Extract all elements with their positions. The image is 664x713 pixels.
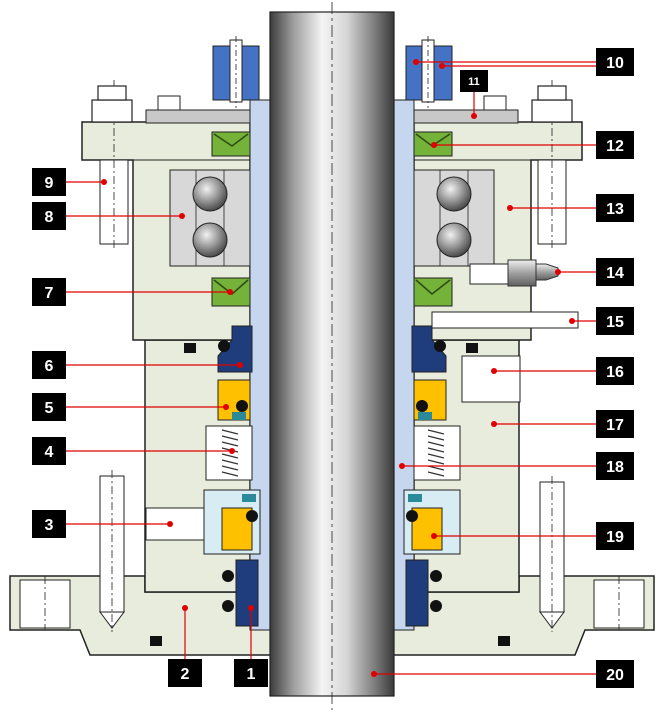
- label-7-box: [32, 278, 66, 306]
- label-20-text: 20: [606, 667, 624, 684]
- label-14-box: [596, 258, 634, 286]
- label-3-dot: [167, 521, 173, 527]
- label-8-dot: [179, 213, 185, 219]
- label-19-dot: [431, 533, 437, 539]
- label-5: 5: [32, 393, 66, 421]
- label-4-box: [32, 437, 66, 465]
- label-6-dot: [237, 362, 243, 368]
- housing-bolts: [91, 80, 573, 632]
- label-14: 14: [596, 258, 634, 286]
- label-18: 18: [596, 452, 634, 480]
- label-1-text: 1: [247, 666, 256, 683]
- label-12-box: [596, 131, 634, 159]
- label-10: 10: [596, 48, 634, 76]
- drive-collar-plates: [145, 95, 519, 124]
- label-5-text: 5: [45, 400, 54, 417]
- label-9-text: 9: [45, 175, 54, 192]
- ports-and-fittings: [145, 259, 579, 541]
- label-13-dot: [507, 205, 513, 211]
- label-10-dot: [413, 59, 419, 65]
- label-7-text: 7: [45, 285, 54, 302]
- label-1: 1: [234, 659, 268, 687]
- label-11-box: [460, 70, 488, 92]
- label-2: 2: [168, 659, 202, 687]
- label-10-text: 10: [606, 55, 624, 72]
- label-15-text: 15: [606, 314, 624, 331]
- label-17-box: [596, 410, 634, 438]
- label-20-dot: [371, 671, 377, 677]
- clamp-collar: [212, 36, 453, 108]
- label-4-text: 4: [45, 444, 54, 461]
- label-8-box: [32, 202, 66, 230]
- label-18-dot: [399, 463, 405, 469]
- label-3-box: [32, 510, 66, 538]
- label-8-text: 8: [45, 209, 54, 226]
- label-16: 16: [596, 357, 634, 385]
- label-5-dot: [223, 404, 229, 410]
- label-6-box: [32, 351, 66, 379]
- label-12-text: 12: [606, 138, 624, 155]
- label-19-text: 19: [606, 529, 624, 546]
- label-9: 9: [32, 168, 66, 196]
- label-18-text: 18: [606, 459, 624, 476]
- label-9-dot: [101, 179, 107, 185]
- label-19-box: [596, 522, 634, 550]
- label-16-text: 16: [606, 364, 624, 381]
- label-13-box: [596, 194, 634, 222]
- label-17-dot: [491, 421, 497, 427]
- label-3-text: 3: [45, 517, 54, 534]
- label-7-dot: [227, 289, 233, 295]
- label-20-box: [596, 660, 634, 688]
- pump-shaft: [269, 2, 395, 710]
- label-12: 12: [596, 131, 634, 159]
- label-18-box: [596, 452, 634, 480]
- label-6-text: 6: [45, 358, 54, 375]
- label-1-dot: [248, 605, 254, 611]
- label-16-box: [596, 357, 634, 385]
- label-17: 17: [596, 410, 634, 438]
- label-5-box: [32, 393, 66, 421]
- label-20: 20: [596, 660, 634, 688]
- label-1-box: [234, 659, 268, 687]
- label-11-text: 11: [468, 76, 480, 88]
- label-14-dot: [555, 269, 561, 275]
- label-10-box: [596, 48, 634, 76]
- label-16-dot: [491, 368, 497, 374]
- label-11-dot: [471, 113, 477, 119]
- label-2-text: 2: [181, 666, 190, 683]
- label-11: 11: [460, 70, 488, 92]
- label-19: 19: [596, 522, 634, 550]
- lip-seals: [211, 131, 453, 307]
- label-10-dot-2: [439, 63, 445, 69]
- label-7: 7: [32, 278, 66, 306]
- leader-lines: [66, 59, 596, 677]
- seal-faces: [203, 325, 461, 627]
- label-2-dot: [182, 605, 188, 611]
- label-12-dot: [431, 142, 437, 148]
- label-17-text: 17: [606, 417, 624, 434]
- label-13-text: 13: [606, 201, 624, 218]
- label-15: 15: [596, 307, 634, 335]
- label-2-box: [168, 659, 202, 687]
- label-13: 13: [596, 194, 634, 222]
- label-8: 8: [32, 202, 66, 230]
- label-4: 4: [32, 437, 66, 465]
- label-15-box: [596, 307, 634, 335]
- label-6: 6: [32, 351, 66, 379]
- label-14-text: 14: [606, 265, 624, 282]
- label-4-dot: [229, 448, 235, 454]
- label-9-box: [32, 168, 66, 196]
- label-15-dot: [569, 318, 575, 324]
- label-3: 3: [32, 510, 66, 538]
